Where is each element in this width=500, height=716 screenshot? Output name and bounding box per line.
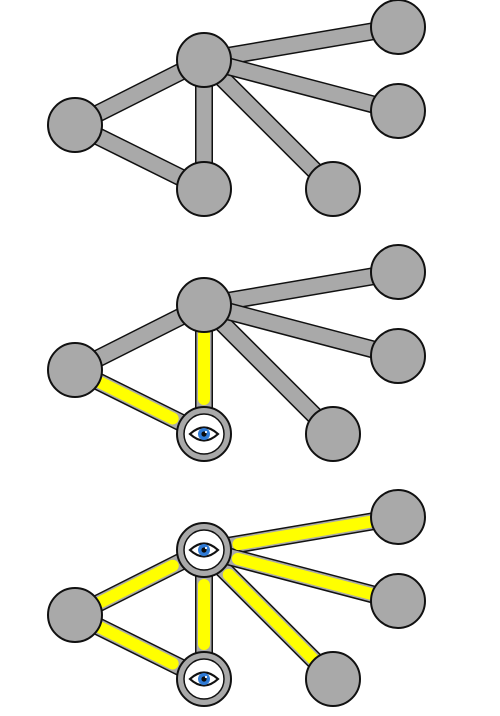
eye-glint [204,675,208,679]
panel-3-nodes [47,489,426,707]
node-bottom-right [305,406,361,462]
node-left [47,587,103,643]
edge-top-right-2 [202,52,400,119]
panel-2-group [47,244,426,462]
highlight-edge-left-bottom-mid [94,621,179,670]
highlight-edge-top-right-2 [231,552,376,600]
node-right-2 [370,83,426,139]
node-right-2 [370,328,426,384]
node-bottom-mid [176,161,232,217]
highlight-edge-left-bottom-mid [94,376,179,425]
node-right-1 [370,0,426,55]
node-bottom-right [305,651,361,707]
edge-top-right-1 [202,264,400,313]
panel-1-group [47,0,426,217]
eye-glint [204,546,208,550]
node-top [176,32,232,88]
panel-2-nodes [47,244,426,462]
node-right-1 [370,244,426,300]
edge-top-right-3 [198,54,339,195]
edge-top-right-2 [202,297,400,364]
node-bottom-mid-eye-icon [188,426,220,442]
highlight-edge-top-right-3 [222,568,319,665]
node-right-2 [370,573,426,629]
node-right-1 [370,489,426,545]
panel-2-highlighted-edges [94,328,210,425]
panel-3-group [47,489,426,707]
eye-glint [204,430,208,434]
edge-top-right-1 [202,19,400,68]
panel-1-edges [70,18,401,198]
edge-top-right-3 [198,299,339,440]
panel-1-nodes [47,0,426,217]
node-top [176,277,232,333]
panel-3-highlighted-edges [94,515,376,670]
node-bottom-mid-eye-icon [188,671,220,687]
node-left [47,342,103,398]
highlight-edge-top-right-1 [232,515,376,551]
panel-2-edges [70,263,401,443]
node-bottom-right [305,161,361,217]
highlight-edge-left-top [94,559,179,608]
node-left [47,97,103,153]
node-top-eye-icon [188,542,220,558]
